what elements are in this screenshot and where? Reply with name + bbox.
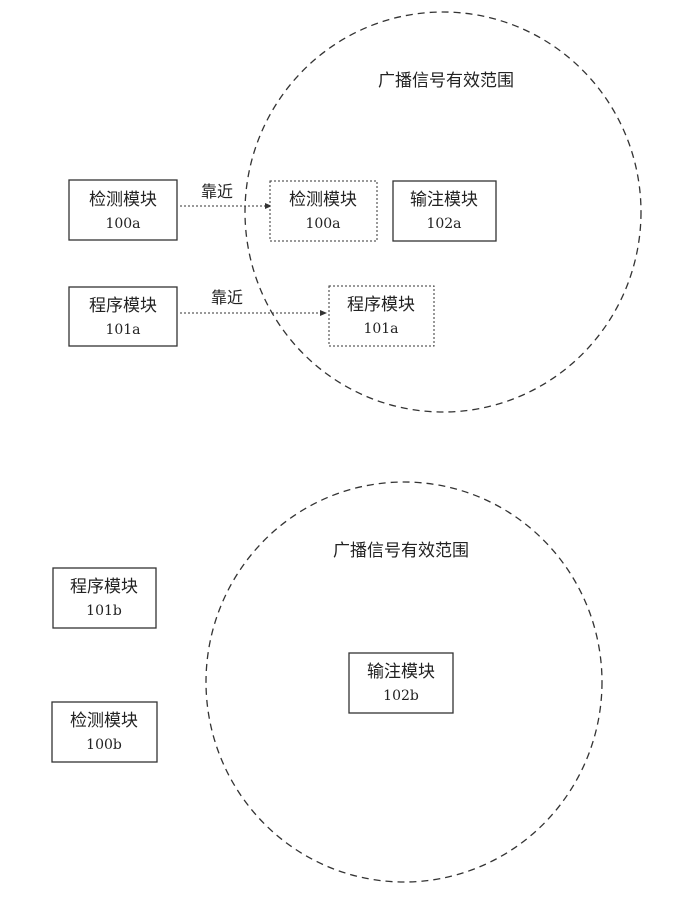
approach-label-2: 靠近 [211,288,243,307]
program-module-outside-a: 程序模块 101a [69,287,177,346]
program-module-outside-code: 101a [105,322,140,338]
broadcast-range-label-b: 广播信号有效范围 [333,541,469,561]
inject-module-b: 输注模块 102b [349,653,453,713]
inject-module-a-code: 102a [426,216,461,232]
figure-b: 广播信号有效范围 程序模块 101b 检测模块 100b 输注模块 102b [52,482,602,882]
detect-module-outside-name: 检测模块 [89,190,157,210]
inject-module-b-code: 102b [383,688,419,704]
detect-module-outside-code: 100a [105,216,140,232]
program-module-inside-code: 101a [363,321,398,337]
inject-module-a: 输注模块 102a [393,181,496,241]
program-module-b: 程序模块 101b [53,568,156,628]
detect-module-inside-a: 检测模块 100a [270,181,377,241]
program-module-b-name: 程序模块 [70,577,138,597]
detect-module-b: 检测模块 100b [52,702,157,762]
inject-module-a-name: 输注模块 [410,190,478,210]
program-module-inside-a: 程序模块 101a [329,286,434,346]
detect-module-outside-a: 检测模块 100a [69,180,177,240]
inject-module-b-name: 输注模块 [367,662,435,682]
program-module-inside-name: 程序模块 [347,295,415,315]
program-module-b-code: 101b [86,603,122,619]
figure-a: 广播信号有效范围 检测模块 100a 靠近 检测模块 100a 输注模块 102… [69,12,641,412]
detect-module-inside-code: 100a [305,216,340,232]
detect-module-b-code: 100b [86,737,122,753]
detect-module-b-name: 检测模块 [70,711,138,731]
detect-module-inside-name: 检测模块 [289,190,357,210]
broadcast-range-label-a: 广播信号有效范围 [378,71,514,91]
program-module-outside-name: 程序模块 [89,296,157,316]
approach-label-1: 靠近 [201,182,233,201]
